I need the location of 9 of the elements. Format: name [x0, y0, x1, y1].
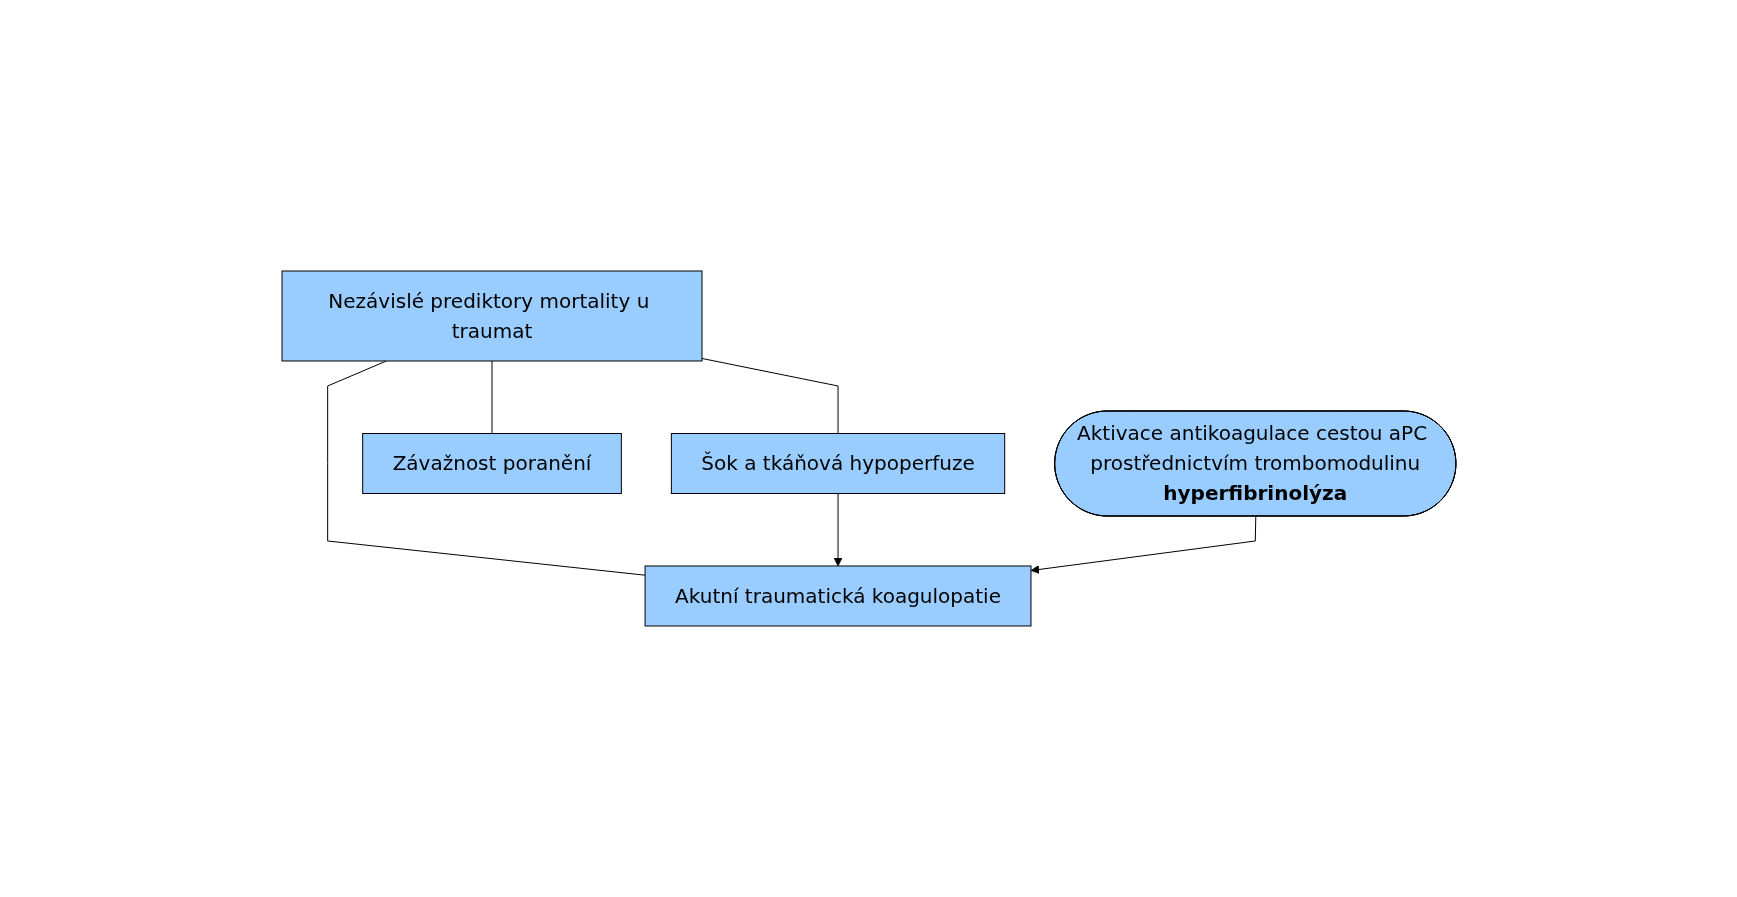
node-box: Šok a tkáňová hypoperfuze	[670, 433, 1005, 494]
arrow	[1030, 516, 1256, 574]
node-box: Závažnost poranění	[361, 433, 622, 494]
connector	[701, 358, 839, 434]
connector	[491, 360, 493, 434]
node-box: Akutní traumatická koagulopatie	[644, 565, 1032, 627]
arrow	[833, 493, 842, 567]
connector	[326, 360, 646, 576]
node-box: Nezávislé prediktory mortality u traumat	[281, 270, 703, 362]
